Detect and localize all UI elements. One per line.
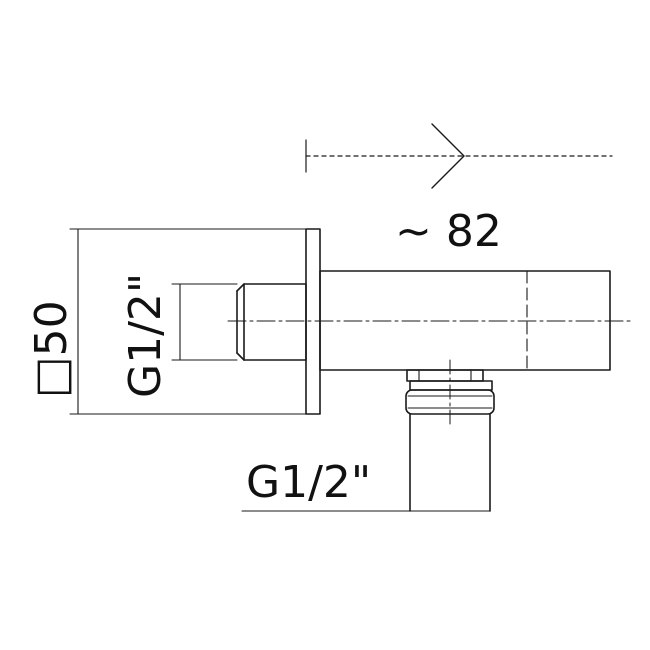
- plate-size-dimension: [69, 228, 307, 415]
- length-arrow: [431, 123, 465, 189]
- plate-size-label: □50: [26, 300, 77, 398]
- rear-thread-label: G1/2": [120, 273, 171, 398]
- length-dimension: [305, 123, 613, 189]
- rear-nipple-chamfer-bottom: [236, 352, 245, 361]
- length-label: ~ 82: [395, 206, 502, 257]
- connector-hex-nut: [406, 369, 484, 382]
- rear-nipple-body: [243, 283, 307, 361]
- rear-nipple-chamfer-top: [236, 283, 245, 292]
- connector-collar: [409, 380, 493, 391]
- rear-nipple: [236, 283, 307, 361]
- bottom-thread-label: G1/2": [246, 457, 371, 508]
- rear-thread-dimension: [171, 283, 238, 361]
